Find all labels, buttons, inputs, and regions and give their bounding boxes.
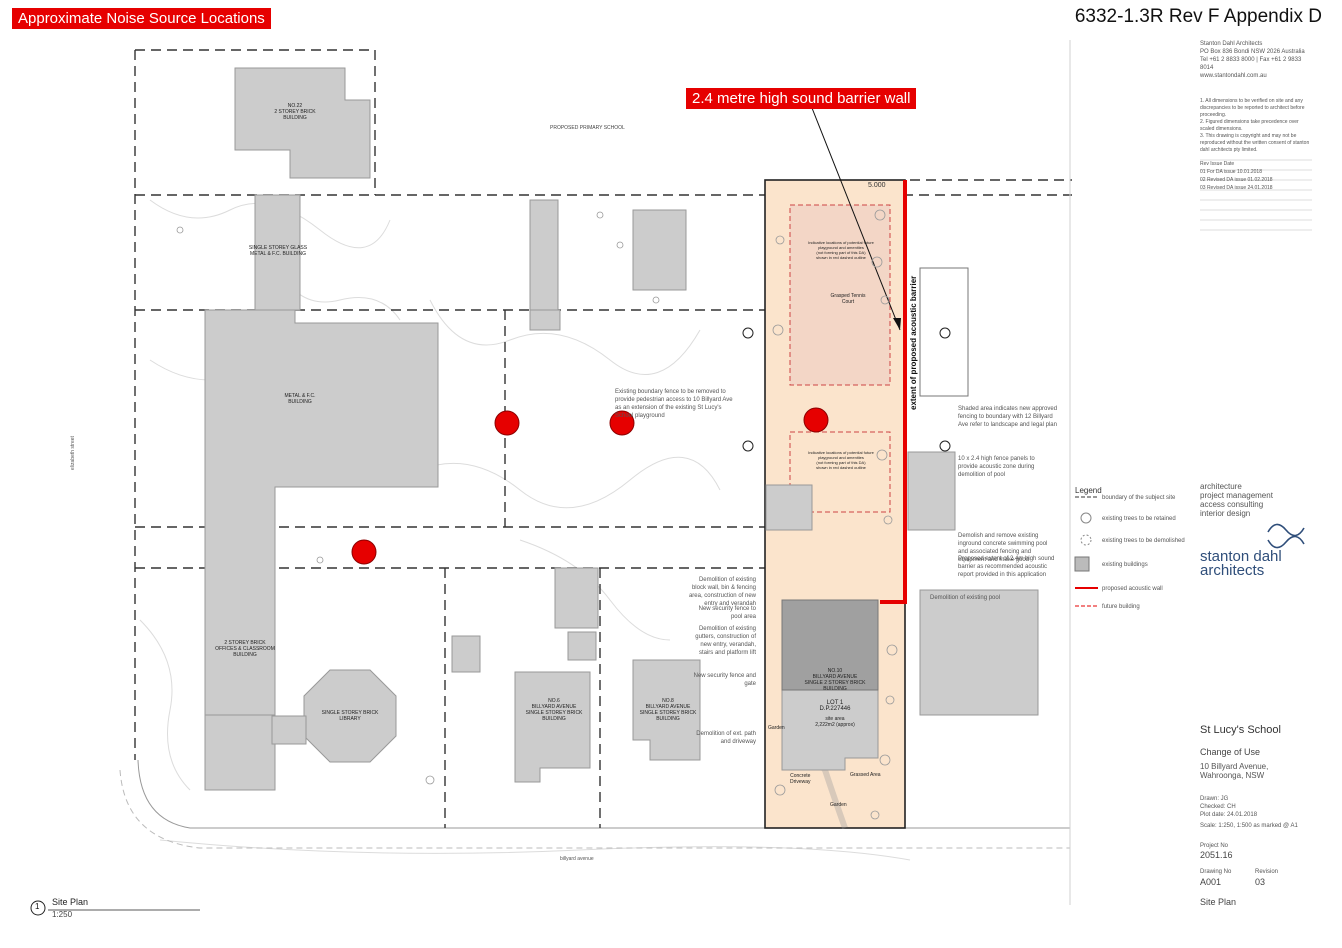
noise-source-3 bbox=[803, 407, 829, 433]
barrier-wall-callout: 2.4 metre high sound barrier wall bbox=[686, 88, 917, 109]
legend-item: boundary of the subject site bbox=[1102, 495, 1176, 501]
copyright-notes: 1. All dimensions to be verified on site… bbox=[1200, 98, 1310, 153]
noise-source-2 bbox=[609, 410, 635, 436]
project-change: Change of Use bbox=[1200, 747, 1261, 757]
label-site-area: site area 2,222m2 (approx) bbox=[815, 716, 855, 728]
brand-name: stanton dahl architects bbox=[1200, 548, 1282, 579]
project-no: 2051.16 bbox=[1200, 850, 1233, 860]
plan-note-3: 10 x 2.4 high fence panels to provide ac… bbox=[958, 456, 1035, 478]
trees bbox=[176, 209, 898, 820]
plan-scale: 1:250 bbox=[52, 910, 73, 919]
barrier-leader-line bbox=[811, 107, 901, 331]
legend-item: proposed acoustic wall bbox=[1102, 586, 1163, 592]
label-lot: LOT 1 D.P.227446 bbox=[819, 700, 851, 712]
revision-label: Revision bbox=[1255, 869, 1279, 875]
label-no6: NO.6 BILLYARD AVENUE SINGLE STOREY BRICK… bbox=[525, 698, 583, 722]
drawing-no-label: Drawing No bbox=[1200, 869, 1232, 875]
plan-ref-circle bbox=[30, 900, 46, 916]
plan-note-6: Demolition of existing block wall, bin &… bbox=[688, 577, 756, 607]
label-street: billyard avenue bbox=[560, 856, 594, 862]
services-list: architecture project management access c… bbox=[1200, 482, 1273, 518]
stanton-dahl-logo bbox=[1267, 523, 1305, 549]
future-amenity-zone bbox=[789, 431, 891, 513]
plan-note-11: Demolition of existing pool bbox=[930, 595, 1001, 601]
plan-number: 1 bbox=[35, 902, 40, 911]
revision-row: 03 Revised DA issue 24.01.2018 bbox=[1200, 185, 1273, 191]
legend-item: existing trees to be retained bbox=[1102, 516, 1176, 522]
dimension-label: 5.000 bbox=[868, 182, 886, 189]
project-name: St Lucy's School bbox=[1200, 724, 1281, 736]
noise-source-callout: Approximate Noise Source Locations bbox=[12, 8, 271, 29]
noise-source-1 bbox=[494, 410, 520, 436]
plan-note-7: New security fence to pool area bbox=[698, 606, 756, 620]
library-octagon bbox=[303, 669, 397, 763]
neighbour-outline bbox=[919, 267, 969, 397]
legend-swatches bbox=[1074, 496, 1098, 607]
drawn-info: Drawn: JG Checked: CH Plot date: 24.01.2… bbox=[1200, 796, 1258, 818]
plan-note-4: Demolish and remove existing inground co… bbox=[958, 533, 1048, 563]
label-tennis-court: Grasped Tennis Court bbox=[830, 293, 866, 305]
label-future-amenities-2: Indicative locations of potential future… bbox=[808, 450, 874, 470]
street-line bbox=[119, 769, 1070, 849]
label-primary-school: PROPOSED PRIMARY SCHOOL bbox=[550, 125, 625, 131]
document-reference: 6332-1.3R Rev F Appendix D bbox=[1074, 6, 1322, 27]
revision-table-lines bbox=[1200, 159, 1312, 231]
project-address: 10 Billyard Avenue, Wahroonga, NSW bbox=[1200, 762, 1269, 780]
project-no-label: Project No bbox=[1200, 843, 1229, 849]
drawing-no: A001 bbox=[1200, 877, 1222, 887]
label-driveway: Concrete Driveway bbox=[790, 773, 811, 785]
label-glass-building: SINGLE STOREY GLASS METAL & F.C. BUILDIN… bbox=[248, 245, 308, 257]
revision-row: 02 Revised DA issue 01.02.2018 bbox=[1200, 177, 1273, 183]
label-garden-2: Garden bbox=[830, 802, 847, 808]
plan-note-2: Shaded area indicates new approved fenci… bbox=[958, 406, 1058, 428]
legend-item: existing buildings bbox=[1102, 562, 1148, 568]
drawing-title: Site Plan bbox=[1200, 897, 1237, 907]
revision-number: 03 bbox=[1255, 877, 1266, 887]
tennis-court-zone bbox=[789, 204, 891, 386]
label-metal-building: METAL & F.C. BUILDING bbox=[284, 393, 316, 405]
scale-info: Scale: 1:250, 1:500 as marked @ A1 bbox=[1200, 823, 1298, 829]
plan-note-8: Demolition of existing gutters, construc… bbox=[695, 626, 756, 656]
firm-info: Stanton Dahl Architects PO Box 836 Bondi… bbox=[1200, 41, 1305, 79]
sound-barrier-wall bbox=[880, 180, 907, 604]
plan-title: Site Plan bbox=[52, 897, 89, 907]
label-side-street: elizabeth street bbox=[70, 436, 76, 470]
legend-item: existing trees to be demolished bbox=[1102, 538, 1185, 544]
legend-title: Legend bbox=[1075, 486, 1102, 495]
revision-row: Rev Issue Date bbox=[1200, 161, 1235, 167]
legend-item: future building bbox=[1102, 604, 1140, 610]
revision-row: 01 For DA issue 10.01.2018 bbox=[1200, 169, 1262, 175]
noise-source-markers bbox=[351, 407, 829, 565]
barrier-extent-label: extent of proposed acoustic barrier bbox=[909, 275, 918, 410]
plan-note-5: Proposed extent of 2.4m high sound barri… bbox=[958, 556, 1055, 578]
label-garden-1: Garden bbox=[768, 725, 785, 731]
label-future-amenities-1: Indicative locations of potential future… bbox=[808, 240, 874, 260]
noise-source-4 bbox=[351, 539, 377, 565]
label-grassed-area: Grassed Area bbox=[850, 772, 881, 778]
library-link bbox=[271, 715, 307, 745]
revision-table: Rev Issue Date 01 For DA issue 10.01.201… bbox=[1200, 160, 1312, 192]
label-no22: NO.22 2 STOREY BRICK BUILDING bbox=[274, 103, 316, 121]
plan-note-1: Existing boundary fence to be removed to… bbox=[615, 389, 733, 419]
plan-note-10: Demolition of ext. path and driveway bbox=[696, 731, 756, 745]
label-no10: NO.10 BILLYARD AVENUE SINGLE 2 STOREY BR… bbox=[804, 668, 866, 692]
barrier-leader-arrow bbox=[893, 318, 901, 330]
label-no8: NO.8 BILLYARD AVENUE SINGLE STOREY BRICK… bbox=[639, 698, 697, 722]
building-no10-roof bbox=[781, 599, 879, 691]
label-library: SINGLE STOREY BRICK LIBRARY bbox=[321, 710, 379, 722]
section-markers bbox=[742, 327, 951, 452]
label-offices-building: 2 STOREY BRICK OFFICES & CLASSROOM BUILD… bbox=[215, 640, 275, 658]
plan-note-9: New security fence and gate bbox=[693, 673, 756, 687]
street-kerb bbox=[137, 759, 1070, 829]
